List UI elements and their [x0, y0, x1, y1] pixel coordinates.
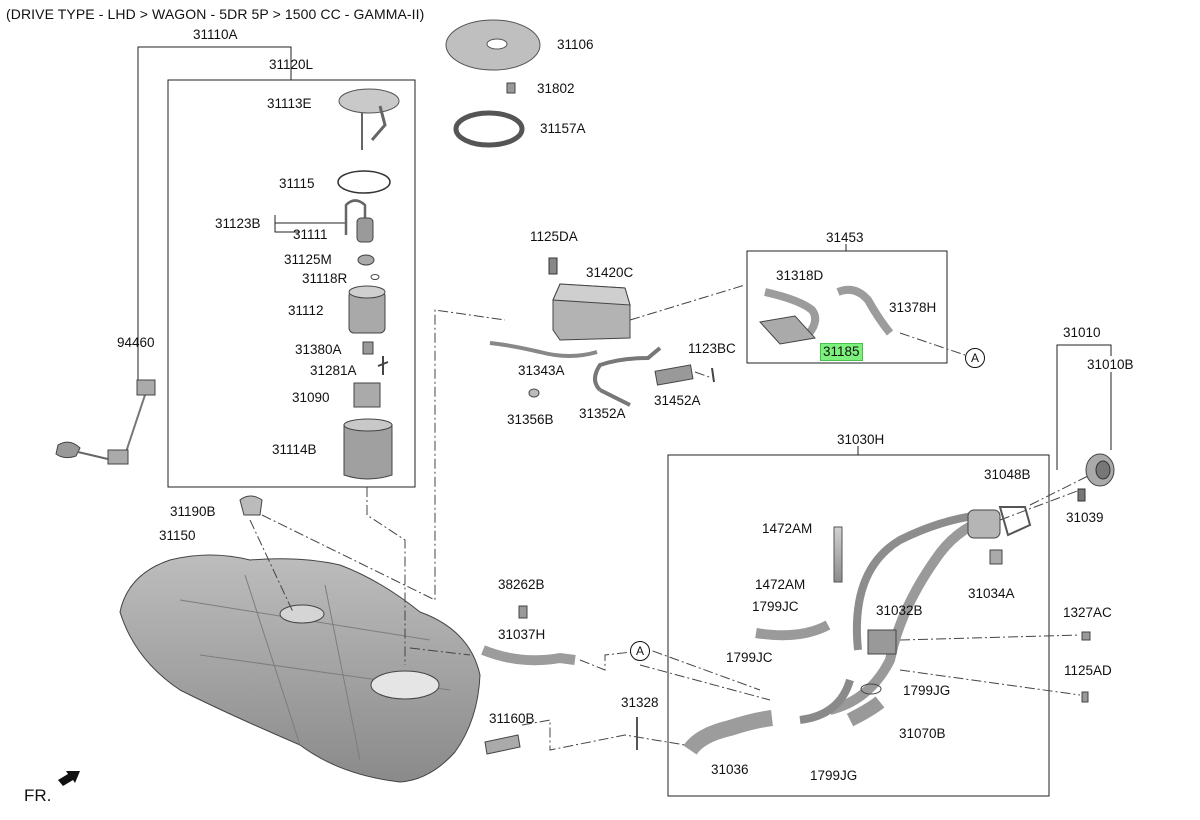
part-label[interactable]: 31120L: [269, 57, 314, 72]
part-label[interactable]: 1125AD: [1064, 663, 1112, 678]
hose-31036: [683, 710, 774, 755]
part-label[interactable]: 1327AC: [1063, 605, 1112, 620]
part-label[interactable]: 31281A: [310, 363, 357, 378]
o-ring: [337, 170, 391, 194]
part-label[interactable]: 31352A: [579, 406, 626, 421]
part-label[interactable]: 31106: [557, 37, 594, 52]
part-label[interactable]: 31070B: [899, 726, 946, 741]
part-label[interactable]: 31048B: [984, 467, 1031, 482]
diagram-header: (DRIVE TYPE - LHD > WAGON - 5DR 5P > 150…: [6, 6, 425, 22]
part-label[interactable]: 1799JG: [903, 683, 951, 698]
part-label[interactable]: 1125DA: [530, 229, 578, 244]
front-arrow-icon: [58, 771, 80, 786]
part-label[interactable]: 31111: [293, 227, 328, 242]
part-label[interactable]: 31034A: [968, 586, 1015, 601]
part-label[interactable]: 31118R: [302, 271, 348, 286]
cap-31190B: [239, 495, 263, 516]
part-label[interactable]: 31802: [537, 81, 575, 96]
hose-31185: [759, 315, 816, 345]
part-label-highlighted[interactable]: 31185: [820, 343, 863, 361]
part-label[interactable]: 31110A: [193, 27, 238, 42]
pipe-31037H: [481, 645, 576, 666]
part-label[interactable]: 31328: [621, 695, 659, 710]
part-label[interactable]: 31032B: [876, 603, 923, 618]
part-label[interactable]: 31030H: [837, 432, 885, 447]
part-label[interactable]: 1123BC: [688, 341, 736, 356]
part-label[interactable]: 31036: [711, 762, 749, 777]
part-label[interactable]: 31115: [279, 176, 315, 191]
part-label[interactable]: 31452A: [654, 393, 701, 408]
part-label[interactable]: 31112: [288, 303, 324, 318]
part-label[interactable]: 94460: [117, 335, 155, 350]
part-label[interactable]: 31380A: [295, 342, 342, 357]
lock-ring: [453, 110, 525, 148]
vapor-hose-box: [746, 250, 948, 364]
part-label[interactable]: 31453: [826, 230, 864, 245]
part-label[interactable]: 31318D: [776, 268, 824, 283]
part-label[interactable]: 31010B: [1087, 357, 1134, 372]
part-label[interactable]: 31190B: [170, 504, 216, 519]
pump-reservoir: [343, 424, 393, 480]
part-label[interactable]: 31378H: [889, 300, 937, 315]
part-label[interactable]: 31150: [159, 528, 196, 543]
part-label[interactable]: 31343A: [518, 363, 565, 378]
part-label[interactable]: 38262B: [498, 577, 545, 592]
ref-marker-a: A: [630, 641, 650, 661]
part-label[interactable]: 31356B: [507, 412, 554, 427]
part-label[interactable]: 1472AM: [762, 521, 813, 536]
part-label[interactable]: 31125M: [284, 252, 332, 267]
part-label[interactable]: 31037H: [498, 627, 546, 642]
part-label[interactable]: 31039: [1066, 510, 1104, 525]
part-label[interactable]: 31114B: [272, 442, 317, 457]
part-label[interactable]: 1799JC: [752, 599, 799, 614]
part-label[interactable]: 31113E: [267, 96, 312, 111]
part-label[interactable]: 31123B: [215, 216, 261, 231]
part-label[interactable]: 31157A: [540, 121, 586, 136]
part-label[interactable]: 31420C: [586, 265, 634, 280]
part-label[interactable]: 1799JG: [810, 768, 858, 783]
front-label: FR.: [24, 786, 52, 805]
part-label[interactable]: 1799JC: [726, 650, 773, 665]
pump-flange: [338, 88, 400, 114]
part-label[interactable]: 31010: [1063, 325, 1101, 340]
part-label[interactable]: 31090: [292, 390, 330, 405]
ref-marker-a: A: [965, 348, 985, 368]
part-label[interactable]: 31160B: [489, 711, 535, 726]
bracket-31110A: [137, 46, 292, 380]
part-label[interactable]: 1472AM: [755, 577, 806, 592]
